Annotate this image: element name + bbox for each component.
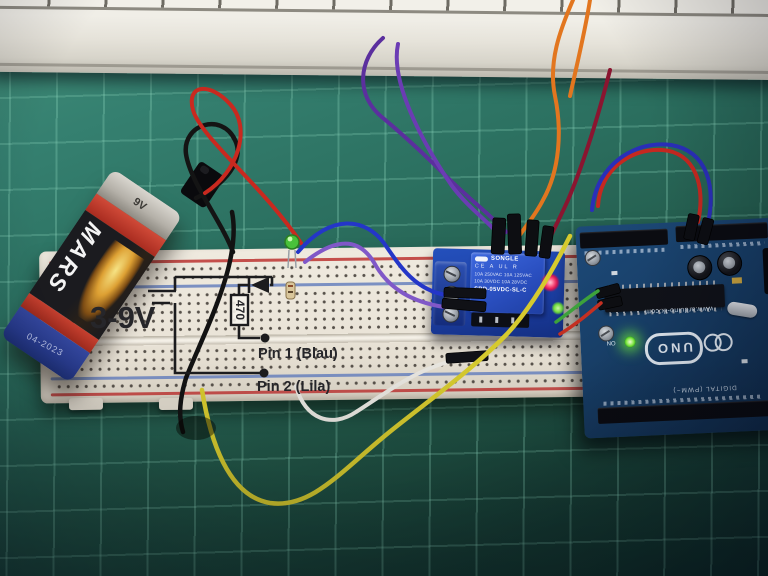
arduino-header-top-right: [675, 222, 768, 243]
terminal-screw: [443, 265, 461, 283]
terminal-screw: [442, 305, 460, 323]
relay-model: SRD-05VDC-SL-C: [474, 286, 527, 294]
relay-power-led: [541, 273, 560, 292]
relay-cert-marks: CE A UL R: [474, 263, 519, 271]
keyboard: [0, 0, 768, 81]
arduino-power-led: [624, 336, 636, 348]
arduino-uno-board: www.arduino-tk.com ON UNO DIGITAL (PWM~): [575, 217, 768, 439]
battery-voltage: 9V: [130, 195, 149, 214]
relay-logo: [474, 255, 489, 262]
relay-cube: SONGLE CE A UL R 10A 250VAC 10A 125VAC 1…: [469, 252, 546, 315]
battery-date-code: 04-2023: [25, 331, 66, 359]
electrolytic-capacitor: [686, 254, 713, 281]
relay-brand: SONGLE: [490, 255, 519, 263]
usb-port: [762, 246, 768, 295]
relay-status-led: [551, 301, 565, 315]
relay-rating-1: 10A 250VAC 10A 125VAC: [474, 271, 532, 278]
crystal-oscillator: [726, 300, 759, 319]
mounting-screw: [584, 249, 602, 267]
relay-rating-2: 10A 30VDC 10A 28VDC: [474, 278, 528, 285]
relay-header-pins: [471, 312, 530, 328]
arduino-digital-label: DIGITAL (PWM~): [672, 383, 737, 394]
electrolytic-capacitor: [716, 250, 743, 277]
relay-terminal-block: [433, 261, 467, 327]
relay-module: SONGLE CE A UL R 10A 250VAC 10A 125VAC 1…: [430, 248, 566, 338]
arduino-infinity-logo: [702, 332, 734, 353]
arduino-header-top-left: [579, 228, 669, 249]
terminal-screw: [442, 285, 461, 303]
arduino-uno-logo: UNO: [644, 331, 704, 366]
